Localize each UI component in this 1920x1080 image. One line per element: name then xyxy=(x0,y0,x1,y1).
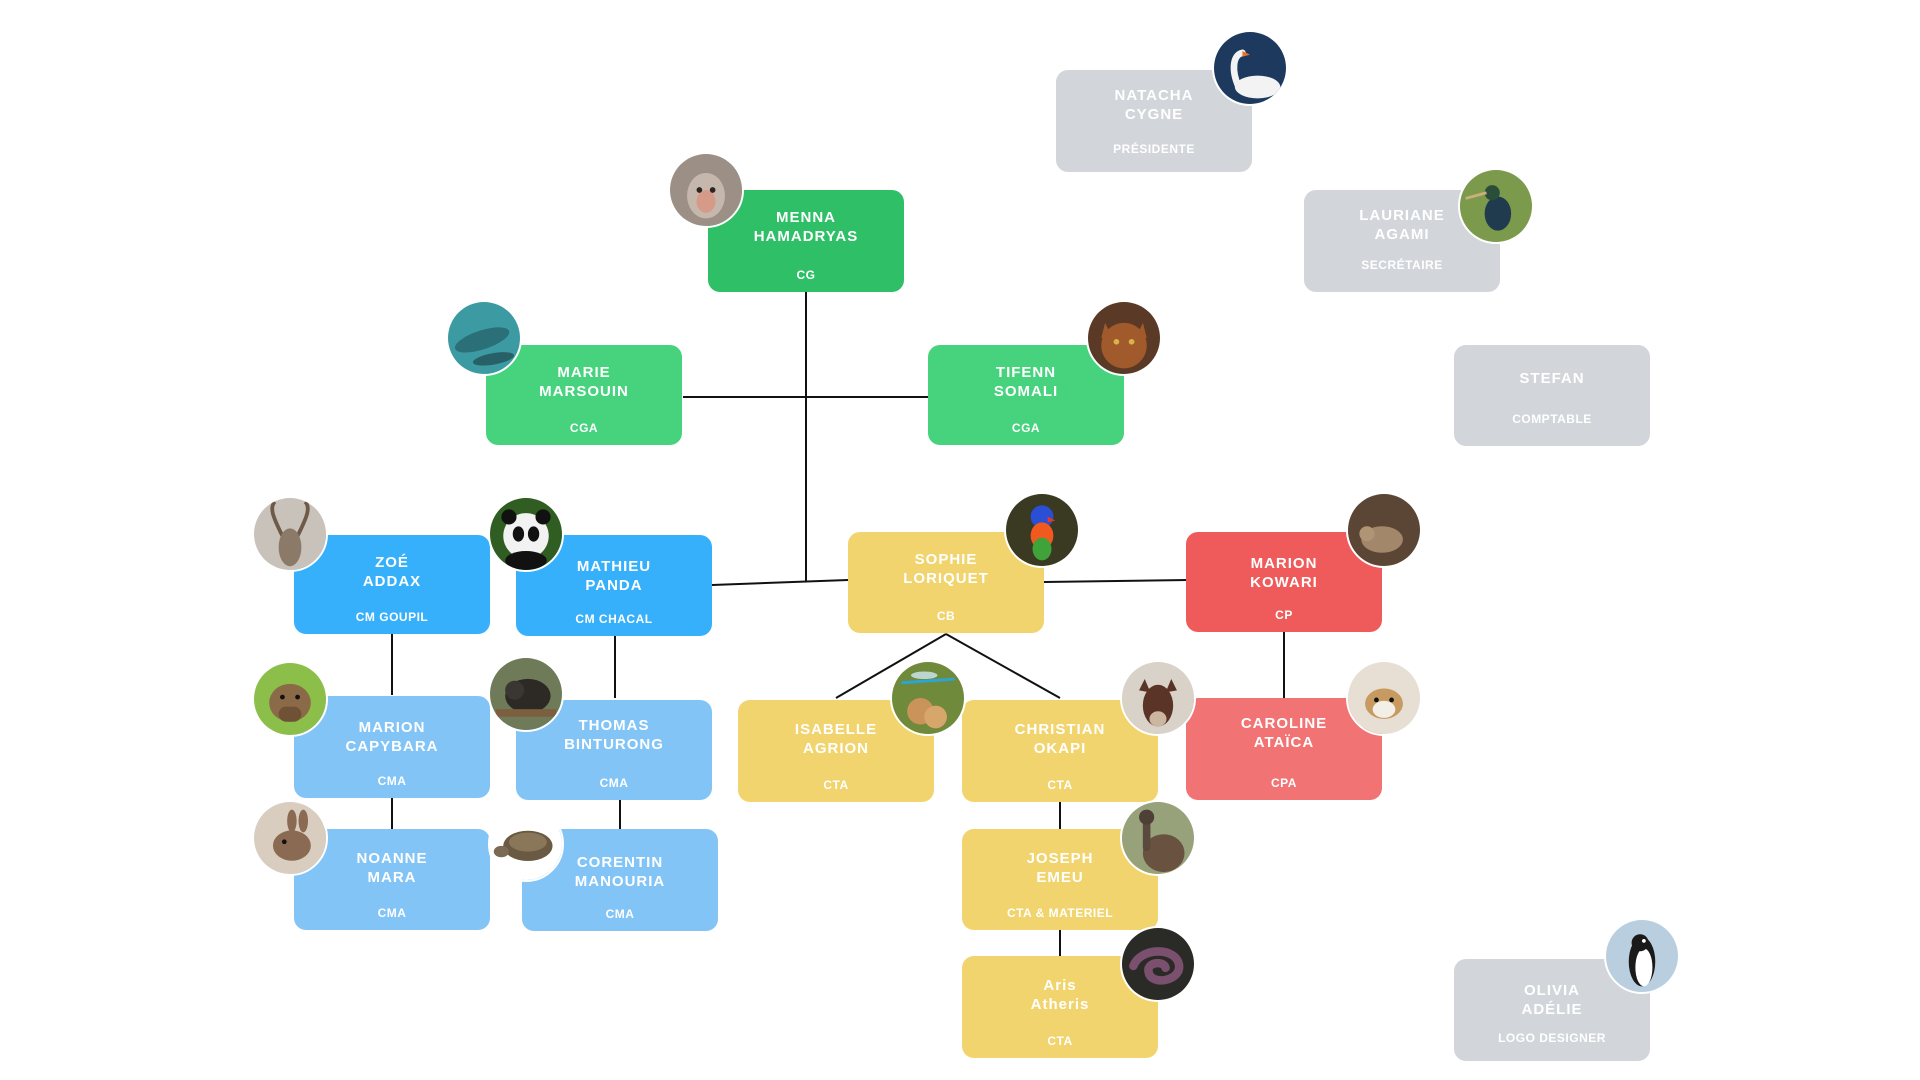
kowari-icon xyxy=(1346,492,1422,568)
adelie-penguin-icon xyxy=(1604,918,1680,994)
card-name: NATACHA CYGNE xyxy=(1114,87,1194,123)
emu-icon xyxy=(1120,800,1196,876)
card-zoe[interactable]: ZOÉ ADDAX CM GOUPIL xyxy=(294,535,490,634)
card-name: MARIE MARSOUIN xyxy=(539,364,629,400)
mara-icon xyxy=(252,800,328,876)
card-role: CMA xyxy=(377,774,407,788)
card-name: MATHIEU PANDA xyxy=(576,558,652,594)
card-name: OLIVIA ADÉLIE xyxy=(1521,982,1583,1018)
swan-icon xyxy=(1212,30,1288,106)
capybara-icon xyxy=(252,661,328,737)
card-name: CAROLINE ATAÏCA xyxy=(1240,715,1328,751)
card-role: CP xyxy=(1275,608,1293,622)
card-role: CTA xyxy=(1047,778,1073,792)
card-name: NOANNE MARA xyxy=(356,850,428,886)
card-name: ISABELLE AGRION xyxy=(794,721,878,757)
card-sophie[interactable]: SOPHIE LORIQUET CB xyxy=(848,532,1044,633)
okapi-icon xyxy=(1120,660,1196,736)
card-name: LAURIANE AGAMI xyxy=(1359,207,1445,243)
card-role: CGA xyxy=(569,421,599,435)
card-role: CMA xyxy=(605,907,635,921)
card-name: SOPHIE LORIQUET xyxy=(903,551,989,587)
card-role: CTA xyxy=(1047,1034,1073,1048)
card-name: THOMAS BINTURONG xyxy=(564,717,664,753)
card-role: CB xyxy=(936,609,956,623)
card-role: CM CHACAL xyxy=(575,612,653,626)
addax-icon xyxy=(252,496,328,572)
connector-cm-to-cb xyxy=(711,579,849,586)
card-role: COMPTABLE xyxy=(1512,412,1592,426)
card-name: MENNA HAMADRYAS xyxy=(753,209,859,245)
damselfly-icon xyxy=(890,660,966,736)
ermine-icon xyxy=(1346,660,1422,736)
card-marion-capybara[interactable]: MARION CAPYBARA CMA xyxy=(294,696,490,798)
card-name: Aris Atheris xyxy=(1030,977,1090,1013)
somali-cat-icon xyxy=(1086,300,1162,376)
binturong-icon xyxy=(488,656,564,732)
card-natacha[interactable]: NATACHA CYGNE PRÉSIDENTE xyxy=(1056,70,1252,172)
card-name: JOSEPH EMEU xyxy=(1026,850,1094,886)
card-role: CMA xyxy=(599,776,629,790)
panda-icon xyxy=(488,496,564,572)
card-role: PRÉSIDENTE xyxy=(1113,142,1195,156)
card-role: CGA xyxy=(1011,421,1041,435)
card-role: SECRÉTAIRE xyxy=(1361,258,1443,272)
card-name: ZOÉ ADDAX xyxy=(362,554,422,590)
card-menna[interactable]: MENNA HAMADRYAS CG xyxy=(708,190,904,292)
card-marion-kowari[interactable]: MARION KOWARI CP xyxy=(1186,532,1382,632)
card-tifenn[interactable]: TIFENN SOMALI CGA xyxy=(928,345,1124,445)
card-role: CG xyxy=(796,268,816,282)
card-name: STEFAN xyxy=(1519,370,1585,387)
card-name: MARION KOWARI xyxy=(1250,555,1318,591)
card-name: MARION CAPYBARA xyxy=(345,719,439,755)
card-aris[interactable]: Aris Atheris CTA xyxy=(962,956,1158,1058)
card-role: LOGO DESIGNER xyxy=(1498,1031,1606,1045)
card-stefan[interactable]: STEFAN COMPTABLE xyxy=(1454,345,1650,446)
viper-icon xyxy=(1120,926,1196,1002)
tortoise-icon xyxy=(488,806,564,882)
card-role: CTA xyxy=(823,778,849,792)
card-name: CHRISTIAN OKAPI xyxy=(1014,721,1106,757)
card-role: CPA xyxy=(1271,776,1297,790)
lorikeet-icon xyxy=(1004,492,1080,568)
baboon-icon xyxy=(668,152,744,228)
connector-cb-to-cp xyxy=(1043,579,1189,583)
card-name: CORENTIN MANOURIA xyxy=(574,854,666,890)
agami-heron-icon xyxy=(1458,168,1534,244)
card-role: CM GOUPIL xyxy=(355,610,429,624)
card-role: CTA & MATERIEL xyxy=(1006,906,1114,920)
card-name: TIFENN SOMALI xyxy=(993,364,1059,400)
card-marie[interactable]: MARIE MARSOUIN CGA xyxy=(486,345,682,445)
card-role: CMA xyxy=(377,906,407,920)
porpoise-icon xyxy=(446,300,522,376)
